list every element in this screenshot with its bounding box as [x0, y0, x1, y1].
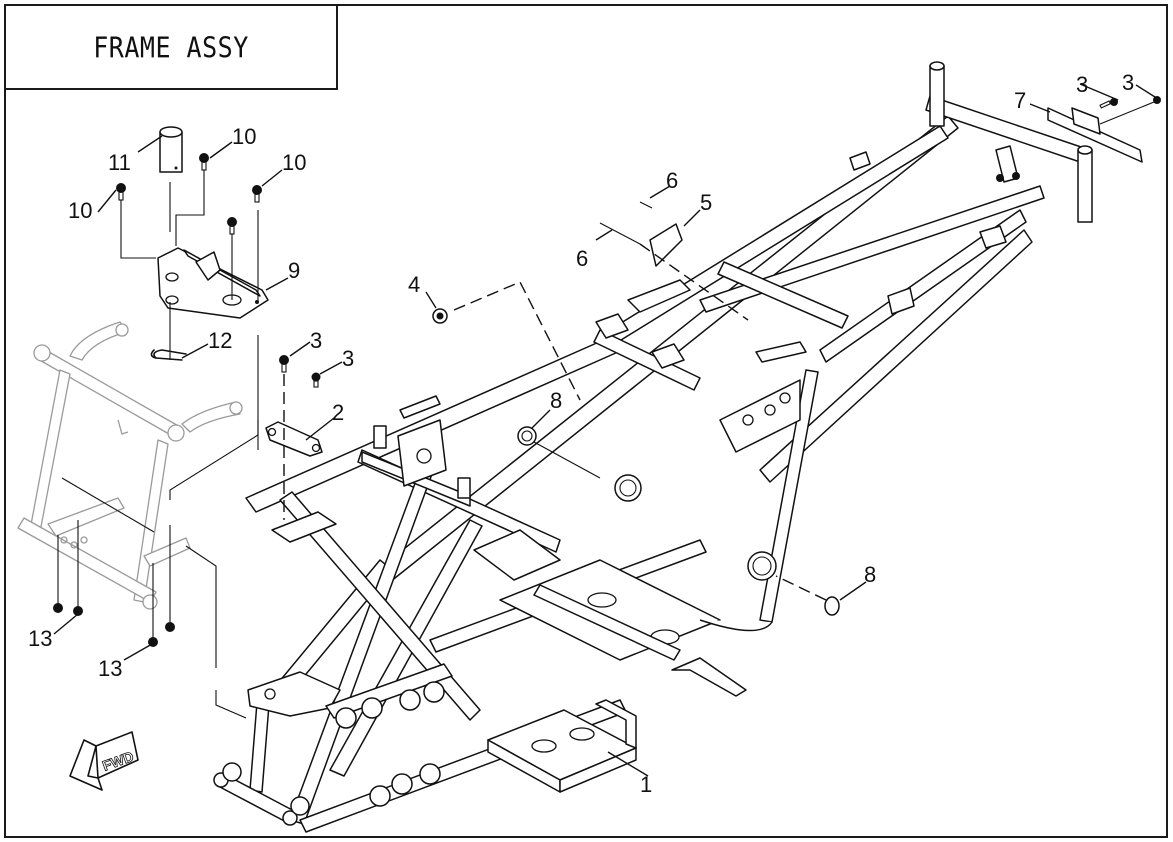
callout-7: 7: [1014, 88, 1026, 113]
callout-10: 10: [232, 124, 256, 149]
callout-5: 5: [700, 190, 712, 215]
rear-bracket-part: [1047, 96, 1161, 163]
callout-4: 4: [408, 272, 420, 297]
hitch-bolts: [116, 153, 262, 450]
callout-11: 11: [108, 150, 131, 175]
pivot-cap-parts: [517, 426, 840, 616]
callout-10: 10: [282, 150, 306, 175]
callout-10: 10: [68, 198, 92, 223]
callout-8: 8: [864, 562, 876, 587]
fwd-direction-badge: FWD: [69, 731, 139, 791]
tag-plate-part: [599, 201, 749, 321]
title-block: FRAME ASSY: [4, 4, 338, 90]
callout-3: 3: [1076, 72, 1088, 97]
main-frame: [213, 61, 1093, 833]
drawing-title: FRAME ASSY: [93, 30, 249, 64]
callout-1: 1: [640, 772, 652, 797]
callout-2: 2: [332, 400, 344, 425]
callout-labels: 1 2 3 3 3 3 4 5 6 6 7 8 8 9 10 10 10 11 …: [28, 70, 1134, 797]
bracket-plate-part: [265, 355, 323, 520]
callout-6: 6: [576, 246, 588, 271]
callout-3: 3: [310, 328, 322, 353]
callout-13: 13: [28, 626, 52, 651]
hitch-plate-part: [157, 247, 269, 319]
fwd-label: FWD: [100, 748, 135, 774]
callout-6: 6: [666, 168, 678, 193]
hitch-pin-part: [159, 126, 183, 232]
grommet-part: [432, 281, 581, 401]
r-clip-part: [150, 349, 187, 361]
callout-9: 9: [288, 258, 300, 283]
callout-3: 3: [342, 346, 354, 371]
drawing-border: [4, 4, 1168, 838]
callout-3: 3: [1122, 70, 1134, 95]
callout-13: 13: [98, 656, 122, 681]
front-bumper-ghost: [17, 321, 243, 610]
bumper-nuts: [53, 420, 259, 719]
leader-lines: [53, 83, 1156, 777]
callout-12: 12: [208, 328, 232, 353]
callout-8: 8: [550, 388, 562, 413]
